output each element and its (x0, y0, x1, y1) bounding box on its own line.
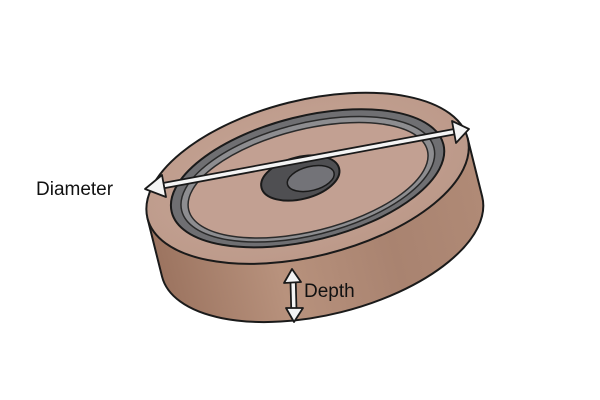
center-hole-icon (286, 164, 335, 193)
diameter-arrow-icon (144, 120, 470, 198)
pot-magnet (145, 91, 485, 324)
depth-arrow-icon (283, 268, 304, 323)
depth-label: Depth (304, 281, 355, 302)
diameter-label: Diameter (36, 179, 114, 200)
